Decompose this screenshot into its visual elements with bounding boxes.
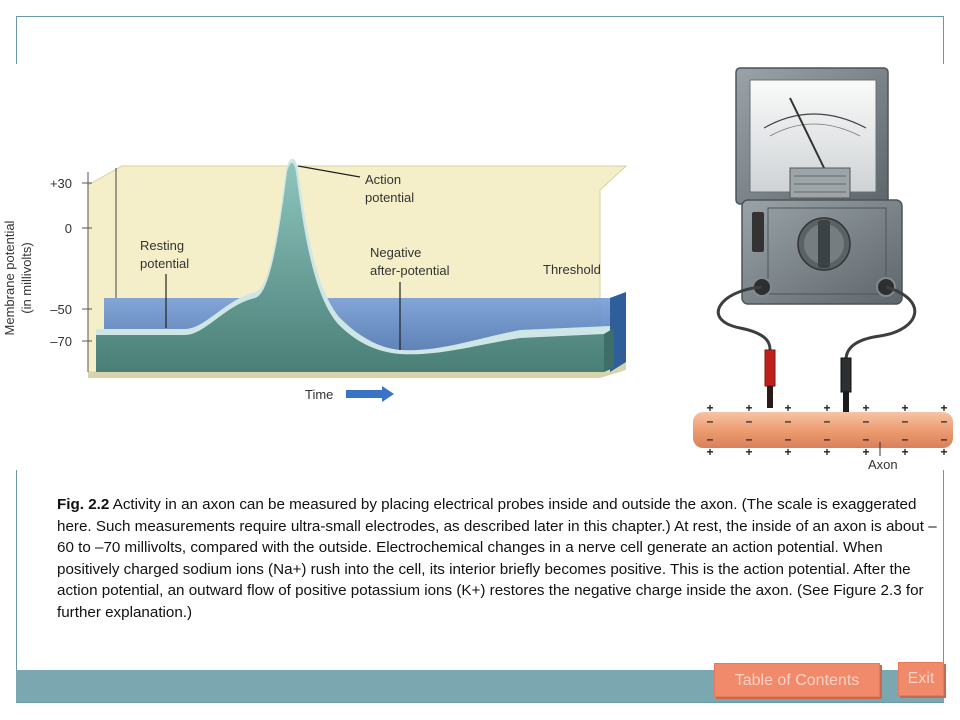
charge-outside-bottom: + <box>940 445 947 459</box>
slide-frame-right <box>943 16 944 64</box>
axon-label: Axon <box>868 457 898 472</box>
action-potential-trace <box>96 163 604 372</box>
charge-inside-bottom: – <box>941 432 948 446</box>
meter-panel <box>767 207 887 295</box>
charge-inside-top: – <box>863 414 870 428</box>
meter-scale <box>763 113 867 129</box>
slide-frame-left <box>16 16 17 64</box>
time-arrow <box>346 386 394 402</box>
charge-outside-top: + <box>745 401 752 415</box>
charge-inside-top: – <box>746 414 753 428</box>
meter-needle <box>789 97 827 173</box>
action-pointer <box>297 165 361 178</box>
threshold-label: Threshold <box>543 262 601 277</box>
slide-frame-right-lower <box>943 470 944 702</box>
caption-text: Activity in an axon can be measured by p… <box>57 496 937 621</box>
footer-line <box>16 702 944 703</box>
membrane-potential-graph: +30 0 –50 –70 Membrane potential (in mil… <box>2 158 628 402</box>
charge-outside-top: + <box>784 401 791 415</box>
tick-label-zero: 0 <box>65 221 72 236</box>
negative-label-1: Negative <box>370 245 421 260</box>
wire-left <box>716 285 772 351</box>
charge-inside-bottom: – <box>863 432 870 446</box>
axon: +++++++––––––––––––––+++++++ Axon <box>693 401 953 472</box>
charge-inside-top: – <box>824 414 831 428</box>
resting-label-2: potential <box>140 256 189 271</box>
negative-label-2: after-potential <box>370 263 450 278</box>
charge-outside-top: + <box>823 401 830 415</box>
figure-caption: Fig. 2.2 Activity in an axon can be meas… <box>57 494 942 623</box>
action-label-2: potential <box>365 190 414 205</box>
charge-outside-bottom: + <box>784 445 791 459</box>
charge-inside-bottom: – <box>785 432 792 446</box>
meter-knob-grip <box>818 220 830 268</box>
charge-outside-bottom: + <box>901 445 908 459</box>
wire-right <box>844 285 917 361</box>
axon-charges: +++++++––––––––––––––+++++++ <box>706 401 947 459</box>
charge-outside-bottom: + <box>862 445 869 459</box>
slide-frame-left-lower <box>16 470 17 702</box>
charge-inside-top: – <box>707 414 714 428</box>
probe-inside <box>840 357 852 393</box>
charge-inside-top: – <box>902 414 909 428</box>
slide-frame-top <box>16 16 944 17</box>
exit-button[interactable]: Exit <box>898 662 944 696</box>
charge-outside-bottom: + <box>706 445 713 459</box>
charge-outside-top: + <box>940 401 947 415</box>
resting-label-1: Resting <box>140 238 184 253</box>
charge-inside-bottom: – <box>824 432 831 446</box>
y-axis-label-line1: Membrane potential <box>2 220 17 335</box>
voltmeter <box>716 67 917 430</box>
figure-label: Fig. 2.2 <box>57 496 110 513</box>
meter-scale-inner <box>769 123 861 137</box>
charge-outside-top: + <box>706 401 713 415</box>
charge-outside-top: + <box>901 401 908 415</box>
tick-label-plus30: +30 <box>50 176 72 191</box>
table-of-contents-button[interactable]: Table of Contents <box>714 663 880 697</box>
action-label-1: Action <box>365 172 401 187</box>
charge-inside-bottom: – <box>707 432 714 446</box>
charge-outside-bottom: + <box>823 445 830 459</box>
charge-inside-bottom: – <box>746 432 753 446</box>
charge-inside-top: – <box>785 414 792 428</box>
time-label: Time <box>305 387 333 402</box>
axon-body <box>693 412 953 448</box>
y-axis-label-line2: (in millivolts) <box>19 242 34 314</box>
tick-label-minus70: –70 <box>50 334 72 349</box>
charge-outside-bottom: + <box>745 445 752 459</box>
tick-label-minus50: –50 <box>50 302 72 317</box>
trace-side <box>604 328 614 372</box>
graph-floor <box>88 355 626 378</box>
meter-side-knob <box>752 212 764 252</box>
probe-outside <box>764 349 776 387</box>
charge-inside-bottom: – <box>902 432 909 446</box>
meter-pivot-housing <box>789 167 851 199</box>
charge-outside-top: + <box>862 401 869 415</box>
charge-inside-top: – <box>941 414 948 428</box>
